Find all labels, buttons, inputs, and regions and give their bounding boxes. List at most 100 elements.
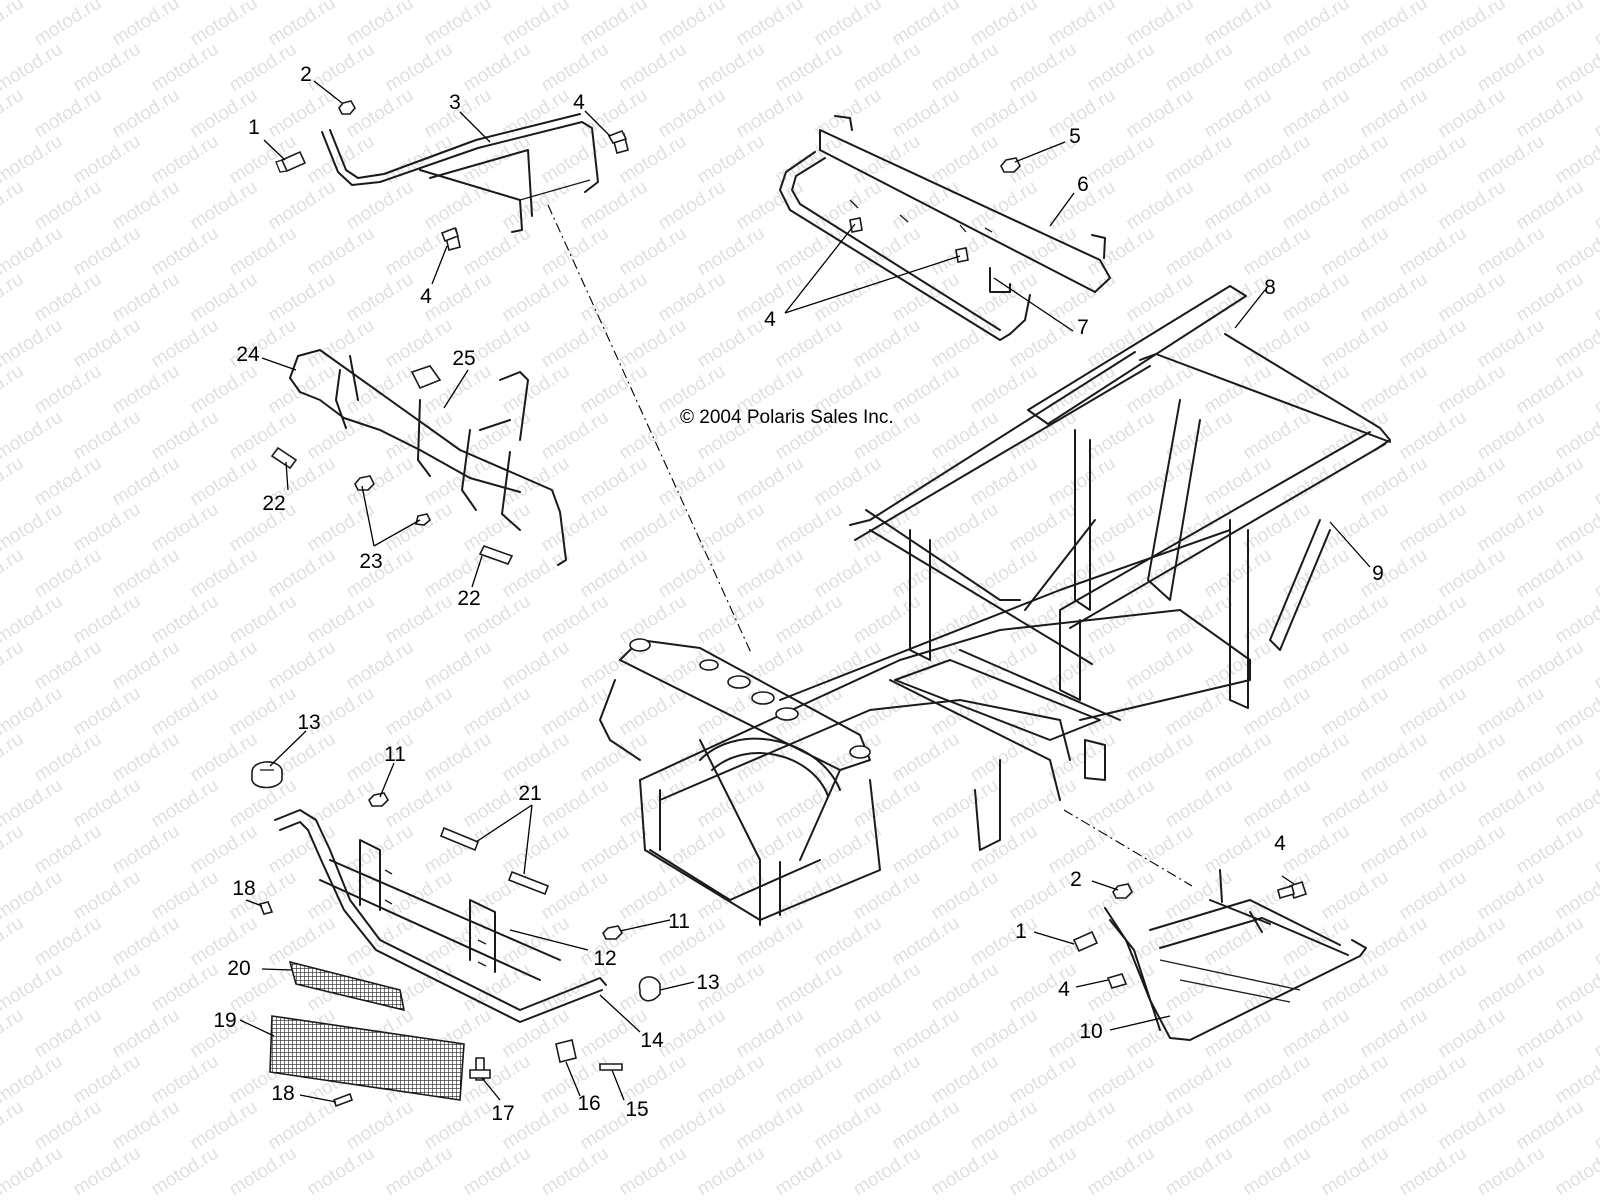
watermark-text: motod.ru — [1201, 361, 1276, 419]
watermark-text: motod.ru — [148, 591, 223, 649]
watermark-text: motod.ru — [811, 1005, 886, 1063]
watermark-text: motod.ru — [733, 913, 808, 971]
watermark-text: motod.ru — [460, 683, 535, 741]
watermark-text: motod.ru — [226, 223, 301, 281]
watermark-text: motod.ru — [1513, 1005, 1588, 1063]
watermark-text: motod.ru — [889, 0, 964, 50]
watermark-text: motod.ru — [733, 1097, 808, 1155]
watermark-text: motod.ru — [1591, 729, 1600, 787]
watermark-text: motod.ru — [850, 131, 925, 189]
watermark-text: motod.ru — [967, 177, 1042, 235]
watermark-text: motod.ru — [70, 867, 145, 925]
watermark-text: motod.ru — [694, 1051, 769, 1109]
watermark-text: motod.ru — [1396, 867, 1471, 925]
callout-11: 11 — [668, 910, 690, 933]
watermark-text: motod.ru — [343, 453, 418, 511]
watermark-text: motod.ru — [1279, 177, 1354, 235]
watermark-text: motod.ru — [1474, 223, 1549, 281]
watermark-text: motod.ru — [421, 821, 496, 879]
watermark-text: motod.ru — [1318, 499, 1393, 557]
watermark-text: motod.ru — [928, 959, 1003, 1017]
callout-2: 2 — [300, 63, 312, 86]
watermark-text: motod.ru — [538, 1143, 613, 1200]
watermark-text: motod.ru — [1279, 821, 1354, 879]
watermark-text: motod.ru — [577, 269, 652, 327]
watermark-text: motod.ru — [733, 545, 808, 603]
watermark-text: motod.ru — [31, 1097, 106, 1155]
callout-4: 4 — [764, 308, 776, 331]
watermark-text: motod.ru — [0, 729, 27, 787]
watermark-text: motod.ru — [1201, 453, 1276, 511]
watermark-text: motod.ru — [187, 0, 262, 50]
watermark-text: motod.ru — [31, 177, 106, 235]
watermark-text: motod.ru — [1357, 0, 1432, 50]
watermark-text: motod.ru — [421, 729, 496, 787]
watermark-text: motod.ru — [109, 361, 184, 419]
watermark-text: motod.ru — [1357, 85, 1432, 143]
watermark-text: motod.ru — [850, 1143, 925, 1200]
watermark-text: motod.ru — [109, 1097, 184, 1155]
watermark-text: motod.ru — [187, 453, 262, 511]
watermark-text: motod.ru — [889, 1097, 964, 1155]
watermark-text: motod.ru — [265, 913, 340, 971]
watermark-text: motod.ru — [343, 361, 418, 419]
watermark-text: motod.ru — [928, 499, 1003, 557]
watermark-text: motod.ru — [772, 959, 847, 1017]
watermark-text: motod.ru — [70, 131, 145, 189]
watermark-text: motod.ru — [187, 361, 262, 419]
watermark-text: motod.ru — [1513, 85, 1588, 143]
watermark-text: motod.ru — [31, 545, 106, 603]
copyright-text: © 2004 Polaris Sales Inc. — [680, 407, 894, 428]
watermark-text: motod.ru — [1591, 453, 1600, 511]
watermark-text: motod.ru — [655, 269, 730, 327]
watermark-text: motod.ru — [889, 361, 964, 419]
watermark-text: motod.ru — [148, 499, 223, 557]
watermark-text: motod.ru — [304, 223, 379, 281]
watermark-text: motod.ru — [1006, 499, 1081, 557]
watermark-text: motod.ru — [109, 1005, 184, 1063]
screw-part-18b — [332, 1092, 354, 1108]
watermark-text: motod.ru — [499, 361, 574, 419]
watermark-text: motod.ru — [967, 1097, 1042, 1155]
bolt-part-4d — [1277, 880, 1308, 900]
watermark-text: motod.ru — [187, 177, 262, 235]
watermark-text: motod.ru — [460, 499, 535, 557]
watermark-text: motod.ru — [1162, 223, 1237, 281]
watermark-text: motod.ru — [655, 85, 730, 143]
watermark-text: motod.ru — [1591, 361, 1600, 419]
watermark-text: motod.ru — [31, 453, 106, 511]
callout-23: 23 — [359, 550, 382, 573]
watermark-text: motod.ru — [655, 545, 730, 603]
watermark-text: motod.ru — [1240, 315, 1315, 373]
watermark-text: motod.ru — [811, 637, 886, 695]
clip-part-16 — [555, 1039, 577, 1063]
watermark-text: motod.ru — [577, 0, 652, 50]
watermark-text: motod.ru — [577, 729, 652, 787]
main-frame — [599, 285, 1391, 926]
watermark-text: motod.ru — [1513, 545, 1588, 603]
nut-part-11b — [602, 925, 623, 940]
watermark-text: motod.ru — [70, 407, 145, 465]
watermark-text: motod.ru — [694, 683, 769, 741]
part-6-box-support — [779, 115, 1111, 341]
watermark-text: motod.ru — [0, 0, 27, 50]
watermark-text: motod.ru — [1201, 729, 1276, 787]
watermark-text: motod.ru — [1123, 85, 1198, 143]
watermark-text: motod.ru — [928, 407, 1003, 465]
watermark-text: motod.ru — [226, 1143, 301, 1200]
bolt-part-22b — [478, 545, 514, 565]
watermark-text: motod.ru — [850, 775, 925, 833]
part-19-grille — [269, 1015, 465, 1101]
watermark-text: motod.ru — [1435, 269, 1510, 327]
watermark-text: motod.ru — [421, 177, 496, 235]
watermark-text: motod.ru — [499, 269, 574, 327]
bolt-part-17 — [469, 1057, 491, 1081]
callout-10: 10 — [1079, 1020, 1102, 1043]
watermark-text: motod.ru — [1123, 0, 1198, 50]
plug-part-13b — [638, 976, 661, 1002]
watermark-text: motod.ru — [265, 177, 340, 235]
watermark-text: motod.ru — [1045, 0, 1120, 50]
watermark-text: motod.ru — [1162, 131, 1237, 189]
watermark-text: motod.ru — [1045, 85, 1120, 143]
